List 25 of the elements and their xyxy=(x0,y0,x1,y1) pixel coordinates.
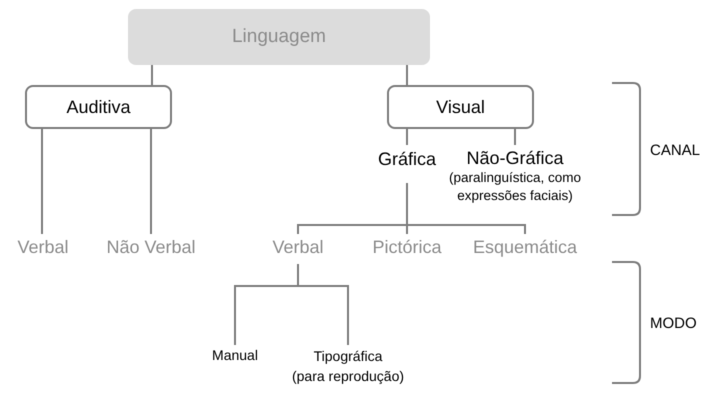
connector-line xyxy=(151,65,153,85)
node-title: Pictórica xyxy=(372,236,442,258)
category-box xyxy=(25,85,172,129)
connector-line xyxy=(514,129,516,145)
node-note: (paralinguística, como expressões faciais) xyxy=(448,169,582,206)
node-title: Não-Gráfica xyxy=(466,146,564,170)
bracket-label: CANAL xyxy=(650,141,700,161)
node-title: Verbal xyxy=(17,236,69,258)
node-note: (para reprodução) xyxy=(292,366,404,386)
root-box xyxy=(128,9,430,65)
node-title: Visual xyxy=(436,96,485,118)
category-box xyxy=(387,85,534,129)
node-title: Verbal xyxy=(272,236,324,258)
connector-line xyxy=(406,65,408,85)
node-title: Esquemática xyxy=(472,236,578,258)
node-title: Gráfica xyxy=(378,148,436,170)
node-title: Linguagem xyxy=(232,25,326,49)
node-title: Auditiva xyxy=(66,96,131,118)
connector-line xyxy=(41,129,43,234)
node-title: Tipográfica xyxy=(314,348,382,366)
connector-line xyxy=(406,129,408,145)
bracket-label: MODO xyxy=(650,314,697,334)
connector-line xyxy=(150,129,152,234)
node-title: Não Verbal xyxy=(106,236,196,258)
node-title: Manual xyxy=(212,347,258,365)
